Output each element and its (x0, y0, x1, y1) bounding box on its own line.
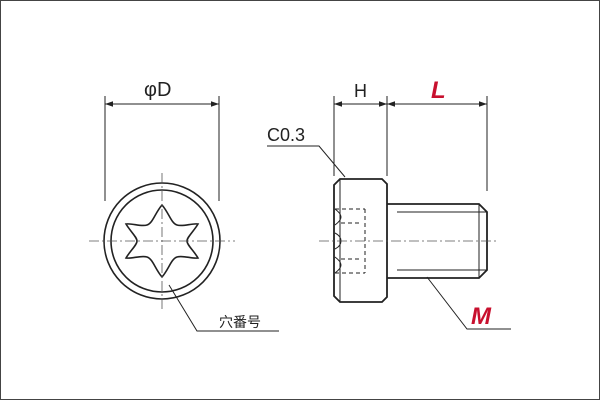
thread-leader (426, 276, 511, 330)
head-height-label: H (354, 81, 367, 101)
front-view (89, 96, 279, 332)
hole-number-label: 穴番号 (219, 315, 261, 331)
diameter-label: φD (144, 79, 171, 101)
hole-number-leader (168, 284, 279, 332)
thread-label: M (471, 303, 492, 330)
chamfer-label: C0.3 (267, 125, 305, 145)
chamfer-leader (267, 145, 346, 178)
head-outline (333, 178, 388, 303)
side-view (267, 96, 511, 330)
length-label: L (431, 77, 446, 104)
